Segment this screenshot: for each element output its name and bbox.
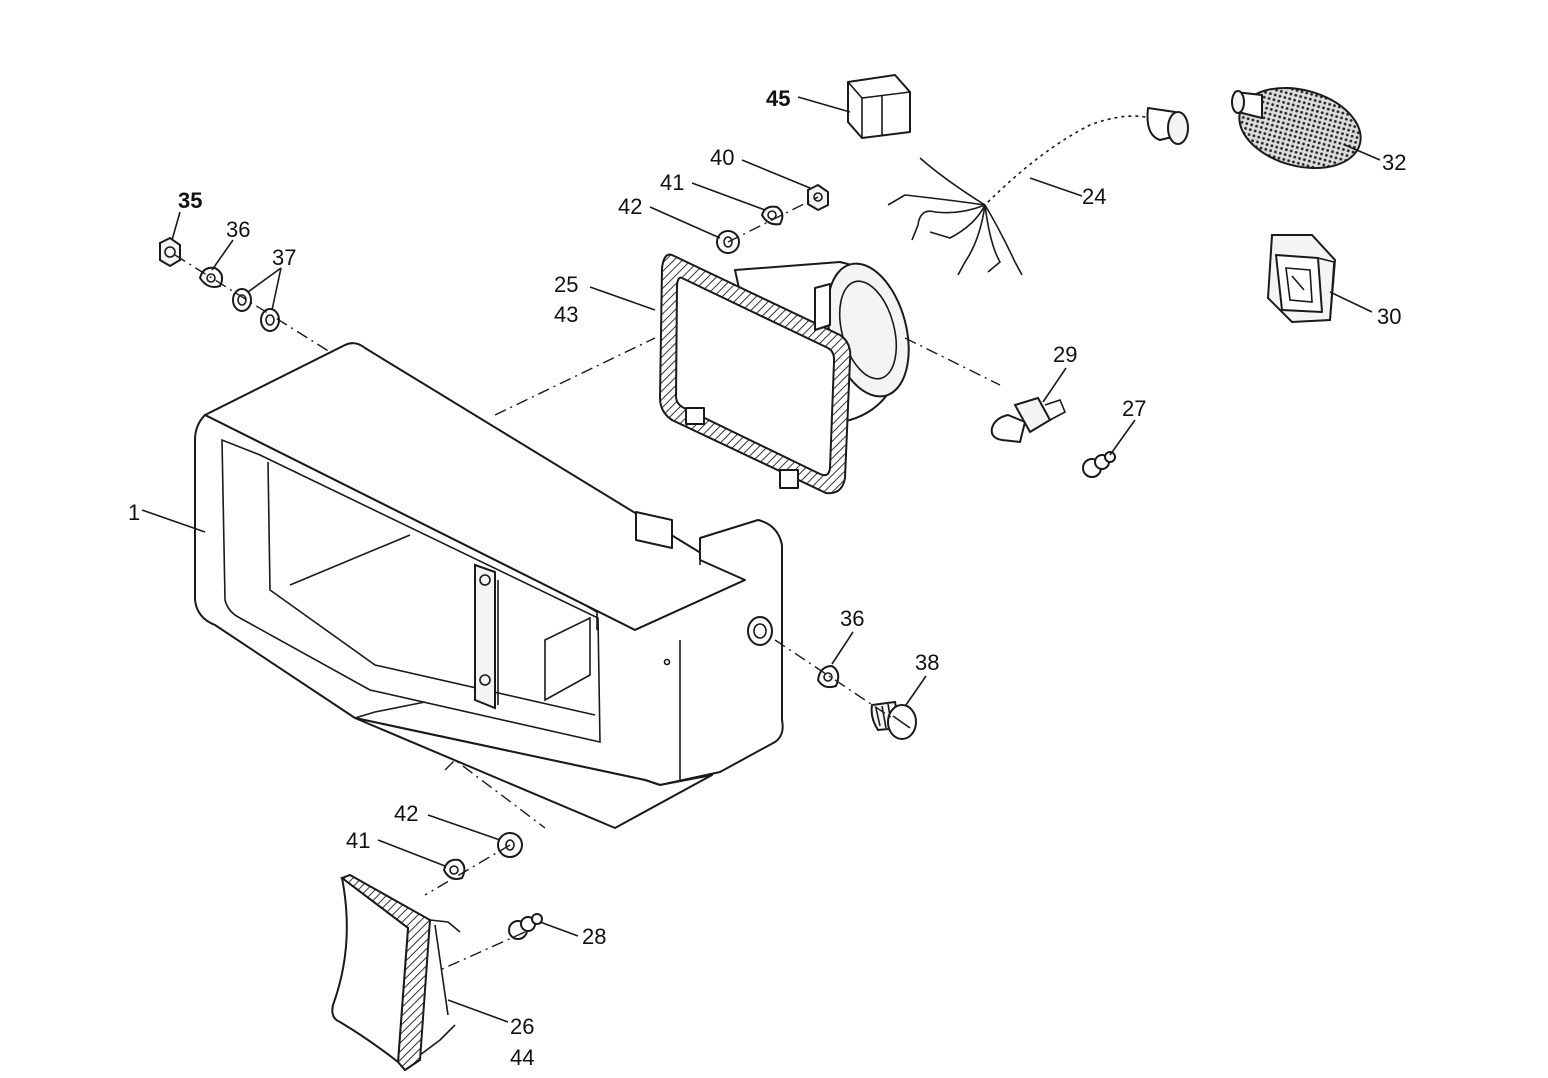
callout-35: 35 [178, 188, 202, 213]
side-marker-lamp-part-26 [331, 873, 461, 1072]
callout-30: 30 [1377, 304, 1401, 329]
callout-32: 32 [1382, 150, 1406, 175]
wiring-harness-part-24 [887, 107, 1189, 276]
lock-washer-part-36-side [817, 665, 840, 689]
screw-part-38 [870, 700, 917, 740]
connector-block-part-45 [847, 74, 911, 139]
relay-part-30 [1266, 234, 1337, 324]
callout-36-top: 36 [226, 217, 250, 242]
washer-part-37-b [260, 308, 280, 332]
callout-40: 40 [710, 145, 734, 170]
callout-29: 29 [1053, 342, 1077, 367]
callout-28: 28 [582, 924, 606, 949]
callout-25: 25 [554, 272, 578, 297]
nut-part-35 [159, 236, 181, 268]
callout-38: 38 [915, 650, 939, 675]
sealed-beam-lamp-part-25 [658, 253, 910, 495]
leader-lines [141, 96, 1381, 1023]
lock-washer-part-41-top [761, 205, 784, 226]
callout-37: 37 [272, 245, 296, 270]
callout-36-side: 36 [840, 606, 864, 631]
callout-44: 44 [510, 1045, 534, 1070]
small-bulb-part-28 [508, 913, 543, 940]
lock-washer-part-41-bottom [443, 858, 466, 880]
callout-41-bottom: 41 [346, 828, 370, 853]
callout-45: 45 [766, 86, 790, 111]
callout-labels: 1 35 36 37 25 43 45 40 41 42 24 32 30 29… [128, 86, 1406, 1070]
callout-24: 24 [1082, 184, 1106, 209]
grommet-cover-part-32 [1231, 86, 1362, 170]
headlamp-housing-part-1 [194, 342, 784, 829]
bulb-part-29 [990, 396, 1067, 443]
callout-43: 43 [554, 302, 578, 327]
callout-41-top: 41 [660, 170, 684, 195]
callout-1: 1 [128, 500, 140, 525]
small-bulb-part-27 [1082, 451, 1116, 478]
callout-27: 27 [1122, 396, 1146, 421]
callout-42-top: 42 [618, 194, 642, 219]
callout-42-bottom: 42 [394, 801, 418, 826]
callout-26: 26 [510, 1014, 534, 1039]
assembly-centerlines [174, 196, 1001, 971]
